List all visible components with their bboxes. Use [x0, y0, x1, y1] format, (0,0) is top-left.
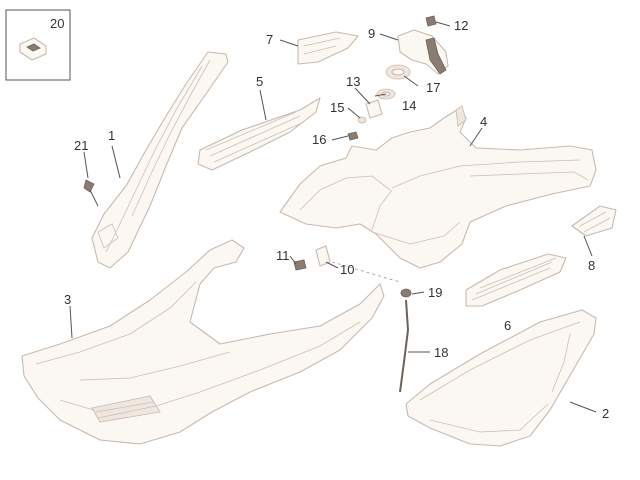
part-13-bushing	[365, 99, 383, 119]
callout-13: 13	[346, 74, 360, 89]
callout-2: 2	[602, 406, 609, 421]
part-3-lower-body	[21, 239, 385, 445]
callout-3: 3	[64, 292, 71, 307]
part-8-footrest-mat	[465, 205, 617, 307]
part-20-inset	[5, 9, 71, 81]
callout-17: 17	[426, 80, 440, 95]
part-7-small-cover	[297, 31, 359, 65]
callout-20: 20	[50, 16, 64, 31]
part-2-side-panel	[405, 309, 597, 447]
callout-1: 1	[108, 128, 115, 143]
part-11-screw	[293, 259, 307, 271]
callout-11: 11	[276, 248, 290, 263]
part-18-drain-tube	[399, 299, 410, 393]
part-9-latch-bracket	[397, 29, 449, 75]
leader-lines	[69, 21, 597, 413]
part-16-screw	[347, 131, 359, 141]
callout-4: 4	[480, 114, 487, 129]
callout-19: 19	[428, 285, 442, 300]
part-10-bracket	[315, 245, 331, 267]
callout-21: 21	[74, 138, 88, 153]
callout-5: 5	[256, 74, 263, 89]
callout-6: 6	[504, 318, 511, 333]
inset-frame	[5, 9, 71, 81]
callout-8: 8	[588, 258, 595, 273]
part-12-small-screw	[425, 15, 437, 27]
part-4-central-tunnel	[279, 105, 597, 269]
part-15-washer	[357, 116, 367, 124]
part-19-cap	[400, 288, 412, 298]
callout-12: 12	[454, 18, 468, 33]
callout-16: 16	[312, 132, 326, 147]
part-17-ring	[385, 64, 411, 80]
callout-14: 14	[402, 98, 416, 113]
callout-10: 10	[340, 262, 354, 277]
callout-7: 7	[266, 32, 273, 47]
part-20-clip-hole	[26, 43, 41, 52]
callout-15: 15	[330, 100, 344, 115]
callout-labels: 20 1 21 5 7 9 12 13 17 15 14 16 4 8 11 1…	[50, 16, 609, 421]
part-1-side-fairing	[91, 51, 229, 269]
callout-9: 9	[368, 26, 375, 41]
callout-18: 18	[434, 345, 448, 360]
part-21-screw	[83, 179, 99, 207]
part-5-footrest-mat	[197, 97, 321, 171]
